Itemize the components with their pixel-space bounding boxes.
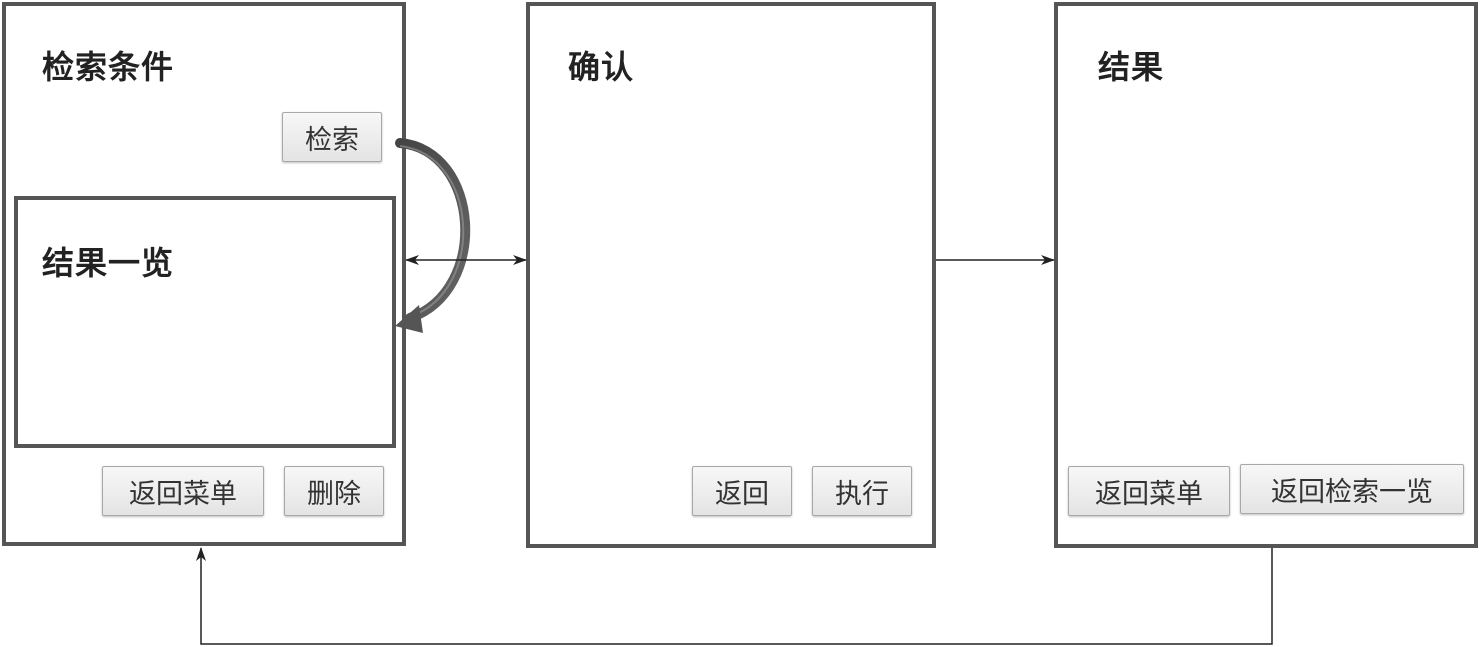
results-list-title: 结果一览: [42, 244, 175, 282]
return-menu-button[interactable]: 返回菜单: [102, 466, 264, 516]
result-return-menu-button[interactable]: 返回菜单: [1068, 466, 1230, 516]
result-panel-title: 结果: [1098, 48, 1165, 86]
search-button[interactable]: 检索: [282, 112, 382, 162]
result-panel: 结果 返回菜单 返回检索一览: [1054, 2, 1478, 548]
search-panel: 检索条件 检索 结果一览 返回菜单 删除: [2, 2, 406, 546]
delete-button[interactable]: 删除: [284, 466, 384, 516]
search-panel-title: 检索条件: [42, 48, 175, 86]
results-list-box: 结果一览: [14, 196, 396, 448]
return-search-list-button[interactable]: 返回检索一览: [1240, 464, 1464, 514]
back-button[interactable]: 返回: [692, 466, 792, 516]
result-to-search-return-arrow: [196, 547, 1273, 645]
execute-button[interactable]: 执行: [812, 466, 912, 516]
confirm-panel-title: 确认: [568, 48, 635, 86]
confirm-panel: 确认 返回 执行: [526, 2, 936, 548]
